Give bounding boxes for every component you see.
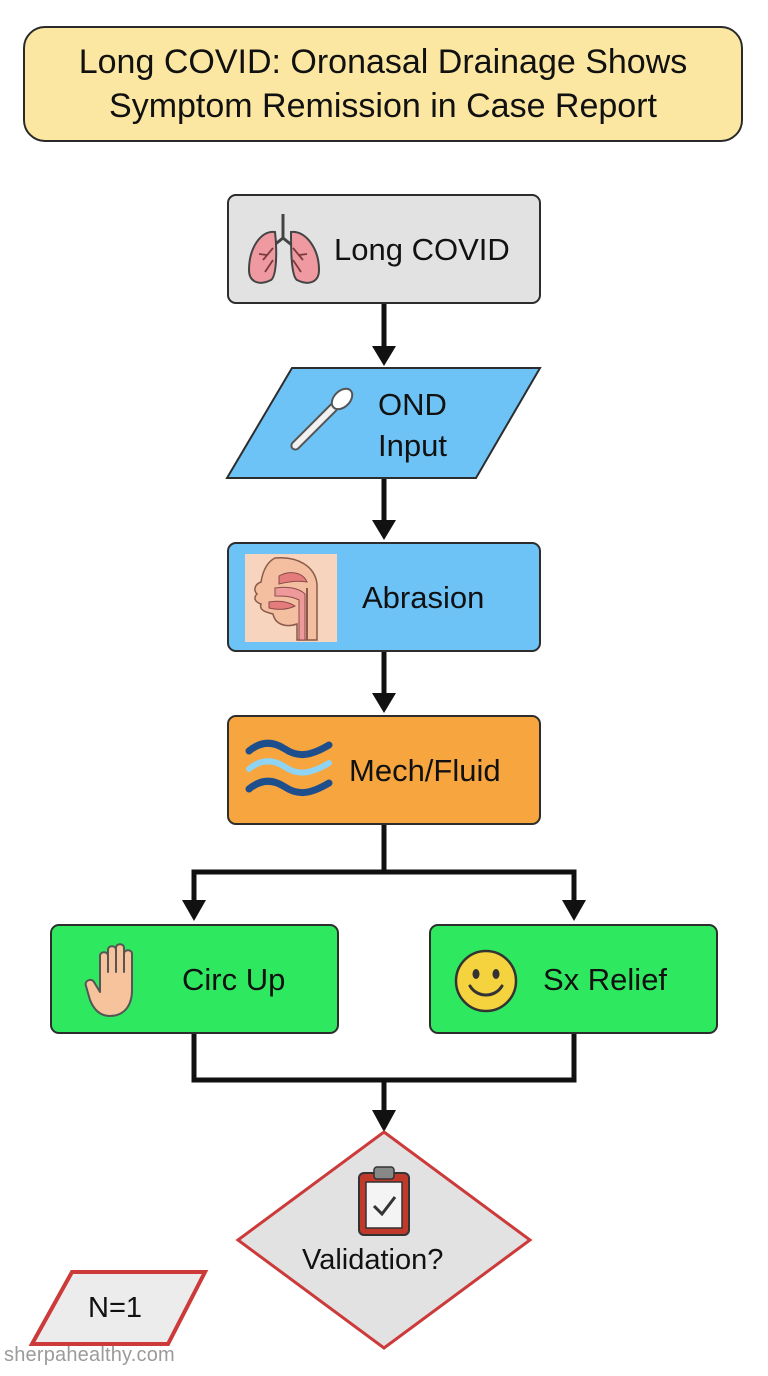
ond-input-line-1: OND (378, 387, 447, 422)
node-abrasion: Abrasion (227, 542, 541, 652)
sx-relief-label: Sx Relief (543, 962, 668, 997)
title-line-1: Long COVID: Oronasal Drainage Shows (78, 43, 688, 81)
hand-icon (84, 943, 133, 1017)
node-long-covid: Long COVID (227, 194, 541, 304)
n1-shape (28, 1270, 209, 1346)
arrowhead-6 (372, 1110, 396, 1132)
ond-input-line-2: Input (378, 428, 447, 463)
swab-icon (290, 387, 354, 451)
node-sx-relief: Sx Relief (429, 924, 718, 1034)
node-circ-up: Circ Up (50, 924, 339, 1034)
long-covid-label: Long COVID (334, 232, 510, 267)
nasal-anatomy-icon (245, 554, 337, 642)
smiley-icon (454, 949, 518, 1013)
title-line-2: Symptom Remission in Case Report (109, 87, 657, 125)
waves-icon (245, 739, 333, 796)
validation-label: Validation? (302, 1244, 444, 1276)
circ-up-label: Circ Up (182, 962, 286, 997)
node-mech-fluid: Mech/Fluid (227, 715, 541, 825)
abrasion-label: Abrasion (362, 580, 485, 615)
arrowhead-5 (562, 900, 586, 921)
title-box: Long COVID: Oronasal Drainage Shows Symp… (23, 26, 743, 142)
lungs-icon (247, 214, 321, 284)
arrowhead-4 (182, 900, 206, 921)
validation-diamond (235, 1130, 533, 1350)
connector-merge (191, 1031, 577, 1115)
ond-input-shape (225, 367, 542, 479)
ond-input-label: OND Input (378, 384, 498, 466)
arrowhead-1 (372, 346, 396, 366)
watermark: sherpahealthy.com (4, 1344, 175, 1366)
arrowhead-3 (372, 693, 396, 713)
n1-label: N=1 (88, 1292, 143, 1324)
connector-mech-split (191, 822, 577, 905)
clipboard-check-icon (358, 1166, 410, 1236)
mech-fluid-label: Mech/Fluid (349, 753, 501, 788)
arrowhead-2 (372, 520, 396, 540)
